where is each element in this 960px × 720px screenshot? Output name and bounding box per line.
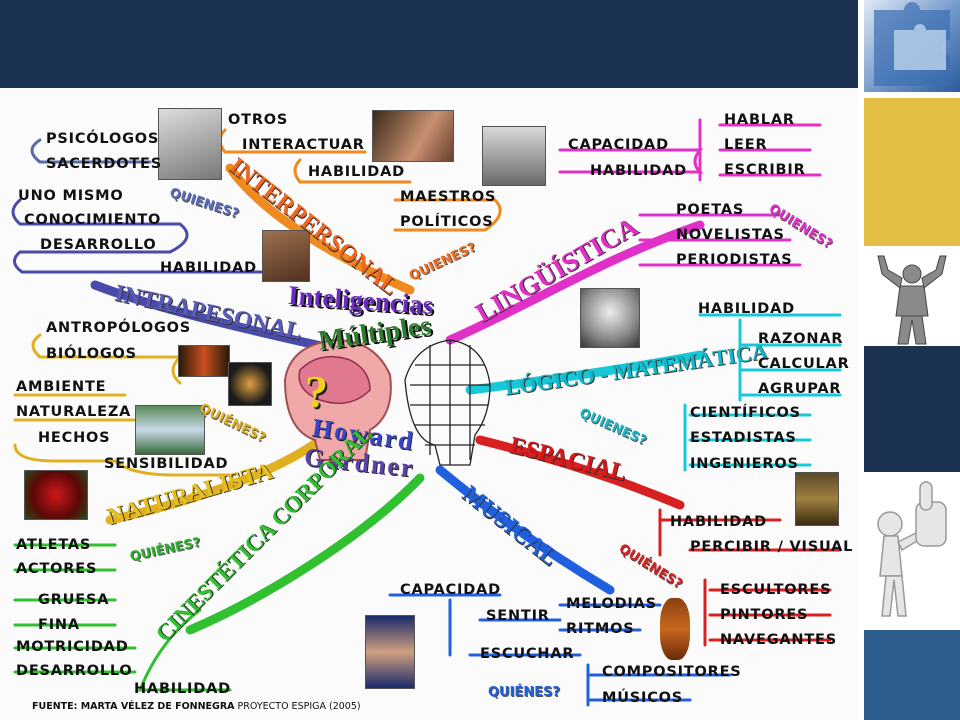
label-habilidad-ling: HABILIDAD xyxy=(590,163,687,179)
label-calcular: CALCULAR xyxy=(758,356,850,372)
label-ingenieros: INGENIEROS xyxy=(690,456,799,472)
label-percibir-visual: PERCIBIR / VISUAL xyxy=(690,539,854,555)
brain-head-icon xyxy=(283,338,392,461)
label-pintores: PINTORES xyxy=(720,607,809,623)
rose-photo xyxy=(24,470,88,520)
label-actores: ACTORES xyxy=(16,561,98,577)
label-poetas: POETAS xyxy=(676,202,745,218)
label-otros: OTROS xyxy=(228,112,289,128)
label-politicos: POLÍTICOS xyxy=(400,214,494,230)
label-sentir: SENTIR xyxy=(486,608,550,624)
quienes-label: QUIÉNES? xyxy=(488,685,560,700)
label-periodistas: PERIODISTAS xyxy=(676,252,793,268)
mona-lisa-photo xyxy=(795,472,839,526)
gecko-photo xyxy=(228,362,272,406)
thumbs-up-image xyxy=(864,472,960,630)
label-habilidad-cin: HABILIDAD xyxy=(134,681,231,697)
label-hablar: HABLAR xyxy=(724,112,795,128)
bodybuilder-statue-icon xyxy=(877,255,947,345)
label-interactuar: INTERACTUAR xyxy=(242,137,365,153)
label-motricidad: MOTRICIDAD xyxy=(16,639,129,655)
label-uno-mismo: UNO MISMO xyxy=(18,188,124,204)
label-habilidad-intra: HABILIDAD xyxy=(160,260,257,276)
label-novelistas: NOVELISTAS xyxy=(676,227,785,243)
label-habilidad-esp: HABILIDAD xyxy=(670,514,767,530)
label-cientificos: CIENTÍFICOS xyxy=(690,405,801,421)
label-capacidad-ling: CAPACIDAD xyxy=(568,137,669,153)
label-sensibilidad: SENSIBILIDAD xyxy=(104,456,229,472)
label-agrupar: AGRUPAR xyxy=(758,381,842,397)
label-escuchar: ESCUCHAR xyxy=(480,646,575,662)
einstein-photo xyxy=(580,288,640,348)
waterfall-photo xyxy=(135,405,205,455)
label-maestros: MAESTROS xyxy=(400,189,497,205)
people-photo xyxy=(262,230,310,282)
statue-image xyxy=(864,246,960,346)
source-credit: FUENTE: MARTA VÉLEZ DE FONNEGRA PROYECTO… xyxy=(32,701,361,712)
label-hechos: HECHOS xyxy=(38,430,111,446)
blue-tile xyxy=(864,630,960,720)
label-escribir: ESCRIBIR xyxy=(724,162,806,178)
label-atletas: ATLETAS xyxy=(16,537,92,553)
label-desarrollo-intra: DESARROLLO xyxy=(40,237,157,253)
gymnast-photo xyxy=(365,615,415,689)
question-mark: ? xyxy=(305,366,328,417)
branch-lines xyxy=(11,118,842,707)
navy-tile xyxy=(864,346,960,472)
puzzle-image xyxy=(864,0,960,92)
label-musicos: MÚSICOS xyxy=(602,690,684,706)
label-naturaleza: NATURALEZA xyxy=(16,404,132,420)
label-psicologos: PSICÓLOGOS xyxy=(46,131,160,147)
label-biologos: BIÓLOGOS xyxy=(46,346,137,362)
label-conocimiento: CONOCIMIENTO xyxy=(24,212,162,228)
wireframe-head-icon xyxy=(404,339,491,466)
label-habilidad-inter: HABILIDAD xyxy=(308,164,405,180)
violin-photo xyxy=(660,598,690,660)
label-fina: FINA xyxy=(38,617,80,633)
label-ambiente: AMBIENTE xyxy=(16,379,107,395)
label-razonar: RAZONAR xyxy=(758,331,844,347)
label-ritmos: RITMOS xyxy=(566,621,635,637)
psychologist-photo xyxy=(158,108,222,180)
label-capacidad-mus: CAPACIDAD xyxy=(400,582,501,598)
label-antropologos: ANTROPÓLOGOS xyxy=(46,320,192,336)
label-gruesa: GRUESA xyxy=(38,592,110,608)
couple-photo xyxy=(372,110,454,162)
label-leer: LEER xyxy=(724,137,768,153)
thumbs-up-figure-icon xyxy=(877,481,947,617)
label-sacerdotes: SACERDOTES xyxy=(46,156,162,172)
puzzle-icon xyxy=(874,2,950,86)
source-author: FUENTE: MARTA VÉLEZ DE FONNEGRA xyxy=(32,701,235,712)
politician-photo xyxy=(482,126,546,186)
label-melodias: MELODIAS xyxy=(566,596,657,612)
label-escultores: ESCULTORES xyxy=(720,582,832,598)
label-desarrollo-cin: DESARROLLO xyxy=(16,663,133,679)
label-navegantes: NAVEGANTES xyxy=(720,632,837,648)
label-estadistas: ESTADISTAS xyxy=(690,430,797,446)
source-project: PROYECTO ESPIGA (2005) xyxy=(234,701,361,712)
label-habilidad-log: HABILIDAD xyxy=(698,301,795,317)
central-heads xyxy=(283,338,491,466)
label-compositores: COMPOSITORES xyxy=(602,664,742,680)
gold-tile xyxy=(864,98,960,246)
dna-photo xyxy=(178,345,230,377)
header-bar xyxy=(0,0,858,88)
